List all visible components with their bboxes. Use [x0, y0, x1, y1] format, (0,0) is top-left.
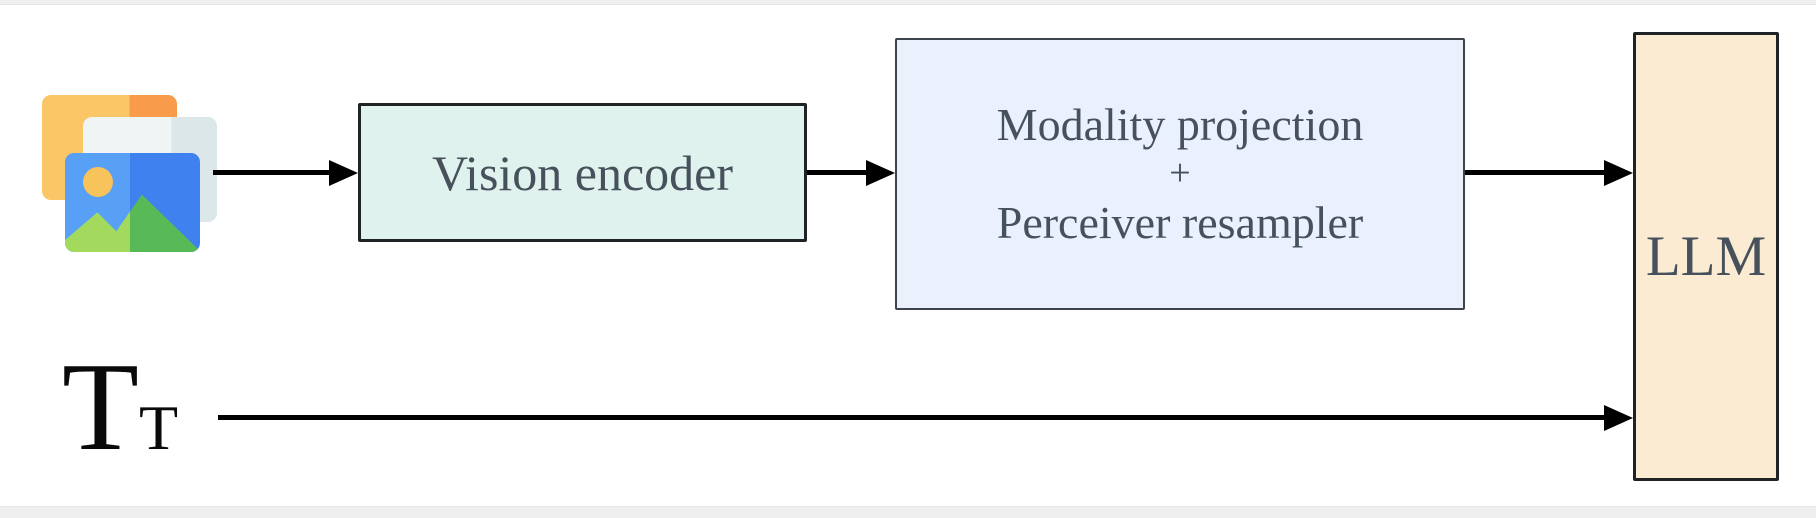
- arrowhead-icon: [329, 160, 358, 186]
- page-frame-bottom: [0, 506, 1816, 518]
- arrow-shaft: [807, 170, 869, 175]
- modality-projection-box: Modality projection + Perceiver resample…: [895, 38, 1465, 310]
- images-icon: [42, 95, 217, 252]
- plus-sign: +: [1169, 152, 1191, 195]
- arrowhead-icon: [1604, 405, 1633, 431]
- llm-label: LLM: [1645, 225, 1767, 288]
- vision-encoder-label: Vision encoder: [431, 144, 734, 201]
- arrow-modality-to-llm: [1465, 160, 1633, 186]
- arrow-shaft: [1465, 170, 1607, 175]
- page-frame-top: [0, 0, 1816, 5]
- arrowhead-icon: [866, 160, 895, 186]
- arrow-images-to-vision-encoder: [213, 160, 358, 186]
- image-card-front: [65, 153, 200, 252]
- mountains-icon: [65, 194, 200, 252]
- modality-projection-line1: Modality projection: [996, 98, 1364, 150]
- arrowhead-icon: [1604, 160, 1633, 186]
- arrow-shaft: [213, 170, 331, 175]
- text-tokens-subscript: T: [138, 392, 179, 463]
- sun-icon: [83, 167, 113, 197]
- text-tokens-base: T: [62, 338, 139, 477]
- llm-box: LLM: [1633, 32, 1779, 481]
- arrow-vision-encoder-to-modality: [807, 160, 895, 186]
- arrow-text-tokens-to-llm: [218, 405, 1633, 431]
- arrow-shaft: [218, 415, 1607, 420]
- text-tokens-label: TT: [62, 345, 178, 471]
- modality-projection-line3: Perceiver resampler: [996, 196, 1364, 248]
- vision-encoder-box: Vision encoder: [358, 103, 807, 242]
